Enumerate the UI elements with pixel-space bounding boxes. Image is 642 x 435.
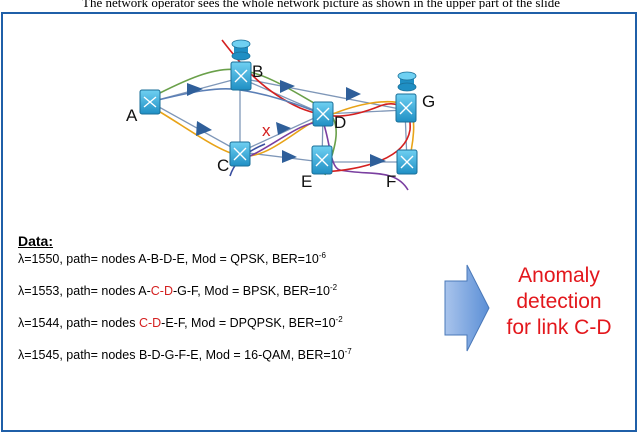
node-label-e: E <box>301 172 312 191</box>
router-icon <box>231 39 251 61</box>
switch-B[interactable] <box>230 61 252 91</box>
modulation-value: , Mod = BPSK <box>197 284 277 298</box>
link-b-d <box>239 77 324 115</box>
ber-exponent: -6 <box>318 251 327 260</box>
switch-C[interactable] <box>229 141 251 167</box>
node-label-a: A <box>126 106 138 125</box>
switch-A[interactable] <box>139 89 161 115</box>
modulation-value: , Mod = DPQPSK <box>184 316 282 330</box>
lightpath-1545 <box>221 39 411 173</box>
path-highlight-cd: C-D <box>150 284 173 298</box>
modulation-value: , Mod = QPSK <box>184 252 266 266</box>
anomaly-line-3: for link C-D <box>506 316 612 339</box>
router-icon <box>397 71 417 92</box>
node-label-d: D <box>334 113 346 132</box>
lambda-value: λ=1544 <box>18 316 60 330</box>
data-record-1553: λ=1553, path= nodes A-C-D-G-F, Mod = BPS… <box>18 283 338 298</box>
ber-exponent: -2 <box>330 283 338 292</box>
link-arrow-icon <box>187 83 203 96</box>
data-record-1545: λ=1545, path= nodes B-D-G-F-E, Mod = 16-… <box>18 347 352 362</box>
path-value: A- <box>138 284 151 298</box>
link-c-e <box>239 151 323 163</box>
path-highlight-cd: C-D <box>138 316 162 330</box>
node-label-c: C <box>217 156 229 175</box>
link-arrows <box>187 80 386 167</box>
data-record-1550: λ=1550, path= nodes A-B-D-E, Mod = QPSK,… <box>18 251 327 266</box>
link-arrow-icon <box>346 87 361 101</box>
link-arrow-icon <box>280 80 295 93</box>
lambda-value: λ=1553 <box>18 284 60 298</box>
path-value: -G-F <box>172 284 198 298</box>
link-a-c <box>149 101 241 153</box>
link-b-g <box>239 77 406 111</box>
lightpaths <box>149 39 415 191</box>
ber-exponent: -2 <box>335 315 343 324</box>
header-text: The network operator sees the whole netw… <box>82 0 560 9</box>
switch-D[interactable] <box>312 101 334 127</box>
switch-F[interactable] <box>396 149 418 175</box>
path-value: -E-F <box>161 316 185 330</box>
path-value: B-D-G-F-E <box>138 348 199 362</box>
failure-x-icon: x <box>262 121 271 140</box>
ber-exponent: -7 <box>344 347 352 356</box>
link-arrow-icon <box>196 121 212 136</box>
anomaly-line-2: detection <box>516 290 602 313</box>
switch-E[interactable] <box>311 145 333 175</box>
ber-value: , BER=10 <box>281 316 336 330</box>
anomaly-line-1: Anomaly <box>518 264 600 287</box>
modulation-value: , Mod = 16-QAM <box>198 348 291 362</box>
node-label-f: F <box>386 172 396 191</box>
lambda-value: λ=1545 <box>18 348 60 362</box>
anomaly-detection-text: Anomaly detection for link C-D <box>488 263 630 341</box>
block-arrow-right-icon <box>444 264 490 352</box>
link-arrow-icon <box>370 154 386 167</box>
link-arrow-icon <box>276 122 291 135</box>
node-label-g: G <box>422 92 435 111</box>
path-value: A-B-D-E <box>138 252 185 266</box>
data-record-1544: λ=1544, path= nodes C-D-E-F, Mod = DPQPS… <box>18 315 343 330</box>
switch-G[interactable] <box>395 93 417 123</box>
ber-value: , BER=10 <box>276 284 330 298</box>
node-label-b: B <box>252 62 263 81</box>
link-arrow-icon <box>282 150 297 163</box>
ber-value: , BER=10 <box>290 348 345 362</box>
data-section: Data: λ=1550, path= nodes A-B-D-E, Mod =… <box>18 233 448 367</box>
slide-frame <box>1 12 637 432</box>
ber-value: , BER=10 <box>265 252 319 266</box>
lambda-value: λ=1550 <box>18 252 60 266</box>
data-heading: Data: <box>18 233 54 249</box>
